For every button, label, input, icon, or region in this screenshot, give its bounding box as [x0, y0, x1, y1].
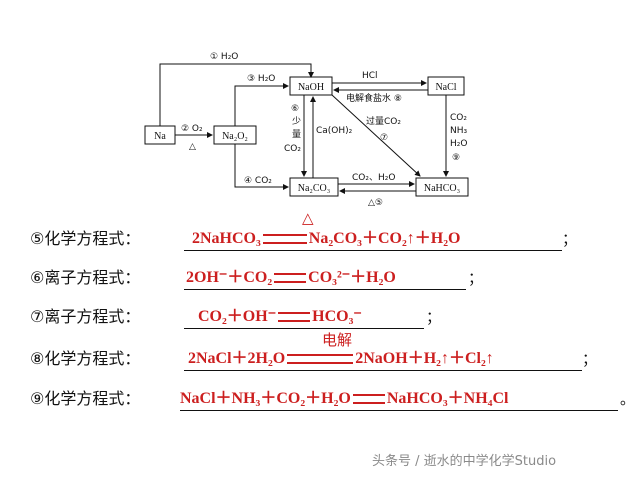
equation-row-7: ⑦离子方程式： CO₂＋OH⁻ HCO₃⁻ ；	[30, 304, 590, 330]
answer-underline	[184, 289, 466, 290]
equation-left: 2OH⁻＋CO₂	[186, 269, 273, 286]
equation-answer: NaCl＋NH₃＋CO₂＋H₂O NaHCO₃＋NH₄Cl	[180, 386, 508, 412]
label-edge-9-b: NH₃	[450, 126, 468, 136]
watermark: 头条号 / 逝水的中学化学Studio	[372, 454, 557, 469]
equation-row-6: ⑥离子方程式： 2OH⁻＋CO₂ CO₃²⁻＋H₂O ；	[30, 265, 590, 291]
label-edge-5: △⑤	[368, 198, 383, 208]
node-box-nahco3	[415, 177, 469, 197]
answer-underline	[184, 250, 562, 251]
node-box-na2co3	[289, 177, 339, 197]
answer-underline	[184, 370, 582, 371]
label-edge-1: ① H₂O	[210, 52, 238, 62]
label-edge-2-cond: △	[189, 142, 196, 152]
edge-7	[331, 94, 421, 177]
equation-end: ；	[562, 230, 578, 248]
label-edge-9-num: ⑨	[452, 153, 460, 163]
equals-sign	[352, 394, 385, 405]
equation-left: CO₂＋OH⁻	[198, 308, 277, 325]
node-na: Na	[154, 131, 166, 142]
label-edge-9-a: CO₂	[450, 113, 467, 123]
answer-underline	[180, 410, 618, 411]
reaction-diagram: Na Na₂O₂ NaOH NaCl Na₂CO₃ NaHCO₃ ① H₂O ②…	[144, 52, 469, 208]
node-naoh: NaOH	[298, 82, 324, 93]
node-nacl: NaCl	[435, 82, 456, 93]
label-edge-6-b: 量	[292, 129, 301, 140]
equation-left: 2NaHCO₃	[192, 230, 261, 247]
equation-end: ；	[468, 269, 484, 287]
equation-end: 。	[620, 390, 636, 408]
label-edge-9-c: H₂O	[450, 139, 467, 149]
equals-sign	[278, 312, 311, 323]
equation-right: NaHCO₃＋NH₄Cl	[386, 390, 509, 407]
label-edge-3: ③ H₂O	[247, 74, 275, 84]
answer-underline	[184, 328, 424, 329]
label-edge-8: 电解食盐水 ⑧	[346, 92, 402, 104]
label-edge-2: ② O₂	[181, 124, 203, 134]
equation-prefix: ⑥离子方程式：	[30, 268, 141, 287]
equation-answer: 2NaCl＋2H₂O 2NaOH＋H₂↑＋Cl₂↑	[188, 346, 494, 372]
label-caoh2: Ca(OH)₂	[316, 126, 353, 136]
equation-right: Na₂CO₃＋CO₂↑＋H₂O	[308, 230, 461, 247]
equation-prefix: ⑧化学方程式：	[30, 349, 141, 368]
equals-sign	[287, 354, 354, 365]
equation-row-5: ⑤化学方程式： △ 2NaHCO₃ Na₂CO₃＋CO₂↑＋H₂O ；	[30, 210, 590, 252]
node-na2co3: Na₂CO₃	[298, 183, 331, 194]
equation-condition: △	[302, 209, 314, 227]
equation-end: ；	[582, 350, 598, 368]
equation-right: CO₃²⁻＋H₂O	[308, 269, 396, 286]
edge-1	[159, 63, 314, 126]
edge-3	[234, 83, 289, 126]
label-hcl: HCl	[362, 71, 378, 81]
label-edge-6-a: 少	[292, 116, 301, 127]
equation-prefix: ⑦离子方程式：	[30, 307, 141, 326]
equation-prefix: ⑤化学方程式：	[30, 229, 141, 248]
label-edge-6-num: ⑥	[291, 104, 299, 114]
equation-row-9: ⑨化学方程式： NaCl＋NH₃＋CO₂＋H₂O NaHCO₃＋NH₄Cl 。	[30, 386, 635, 412]
node-nahco3: NaHCO₃	[424, 183, 460, 194]
label-edge-6-c: CO₂	[284, 144, 301, 154]
equation-answer: CO₂＋OH⁻ HCO₃⁻	[198, 304, 362, 330]
node-na2o2: Na₂O₂	[222, 131, 248, 142]
equation-answer: 2OH⁻＋CO₂ CO₃²⁻＋H₂O	[186, 265, 396, 291]
equation-end: ；	[426, 308, 442, 326]
equation-prefix: ⑨化学方程式：	[30, 389, 141, 408]
equation-condition: 电解	[322, 331, 353, 349]
equals-sign	[262, 234, 307, 245]
label-edge-7: 过量CO₂	[366, 115, 401, 127]
label-edge-7-num: ⑦	[380, 133, 388, 143]
edge-4	[234, 144, 289, 190]
label-edge-4: ④ CO₂	[244, 176, 272, 186]
label-co2-h2o: CO₂、H₂O	[352, 173, 395, 183]
equals-sign	[274, 273, 307, 284]
equation-right: HCO₃⁻	[312, 308, 362, 325]
equation-left: 2NaCl＋2H₂O	[188, 350, 286, 367]
equation-row-8: ⑧化学方程式： 电解 2NaCl＋2H₂O 2NaOH＋H₂↑＋Cl₂↑ ；	[30, 332, 600, 372]
equation-right: 2NaOH＋H₂↑＋Cl₂↑	[355, 350, 494, 367]
equation-answer: 2NaHCO₃ Na₂CO₃＋CO₂↑＋H₂O	[192, 226, 460, 252]
equation-left: NaCl＋NH₃＋CO₂＋H₂O	[180, 390, 351, 407]
